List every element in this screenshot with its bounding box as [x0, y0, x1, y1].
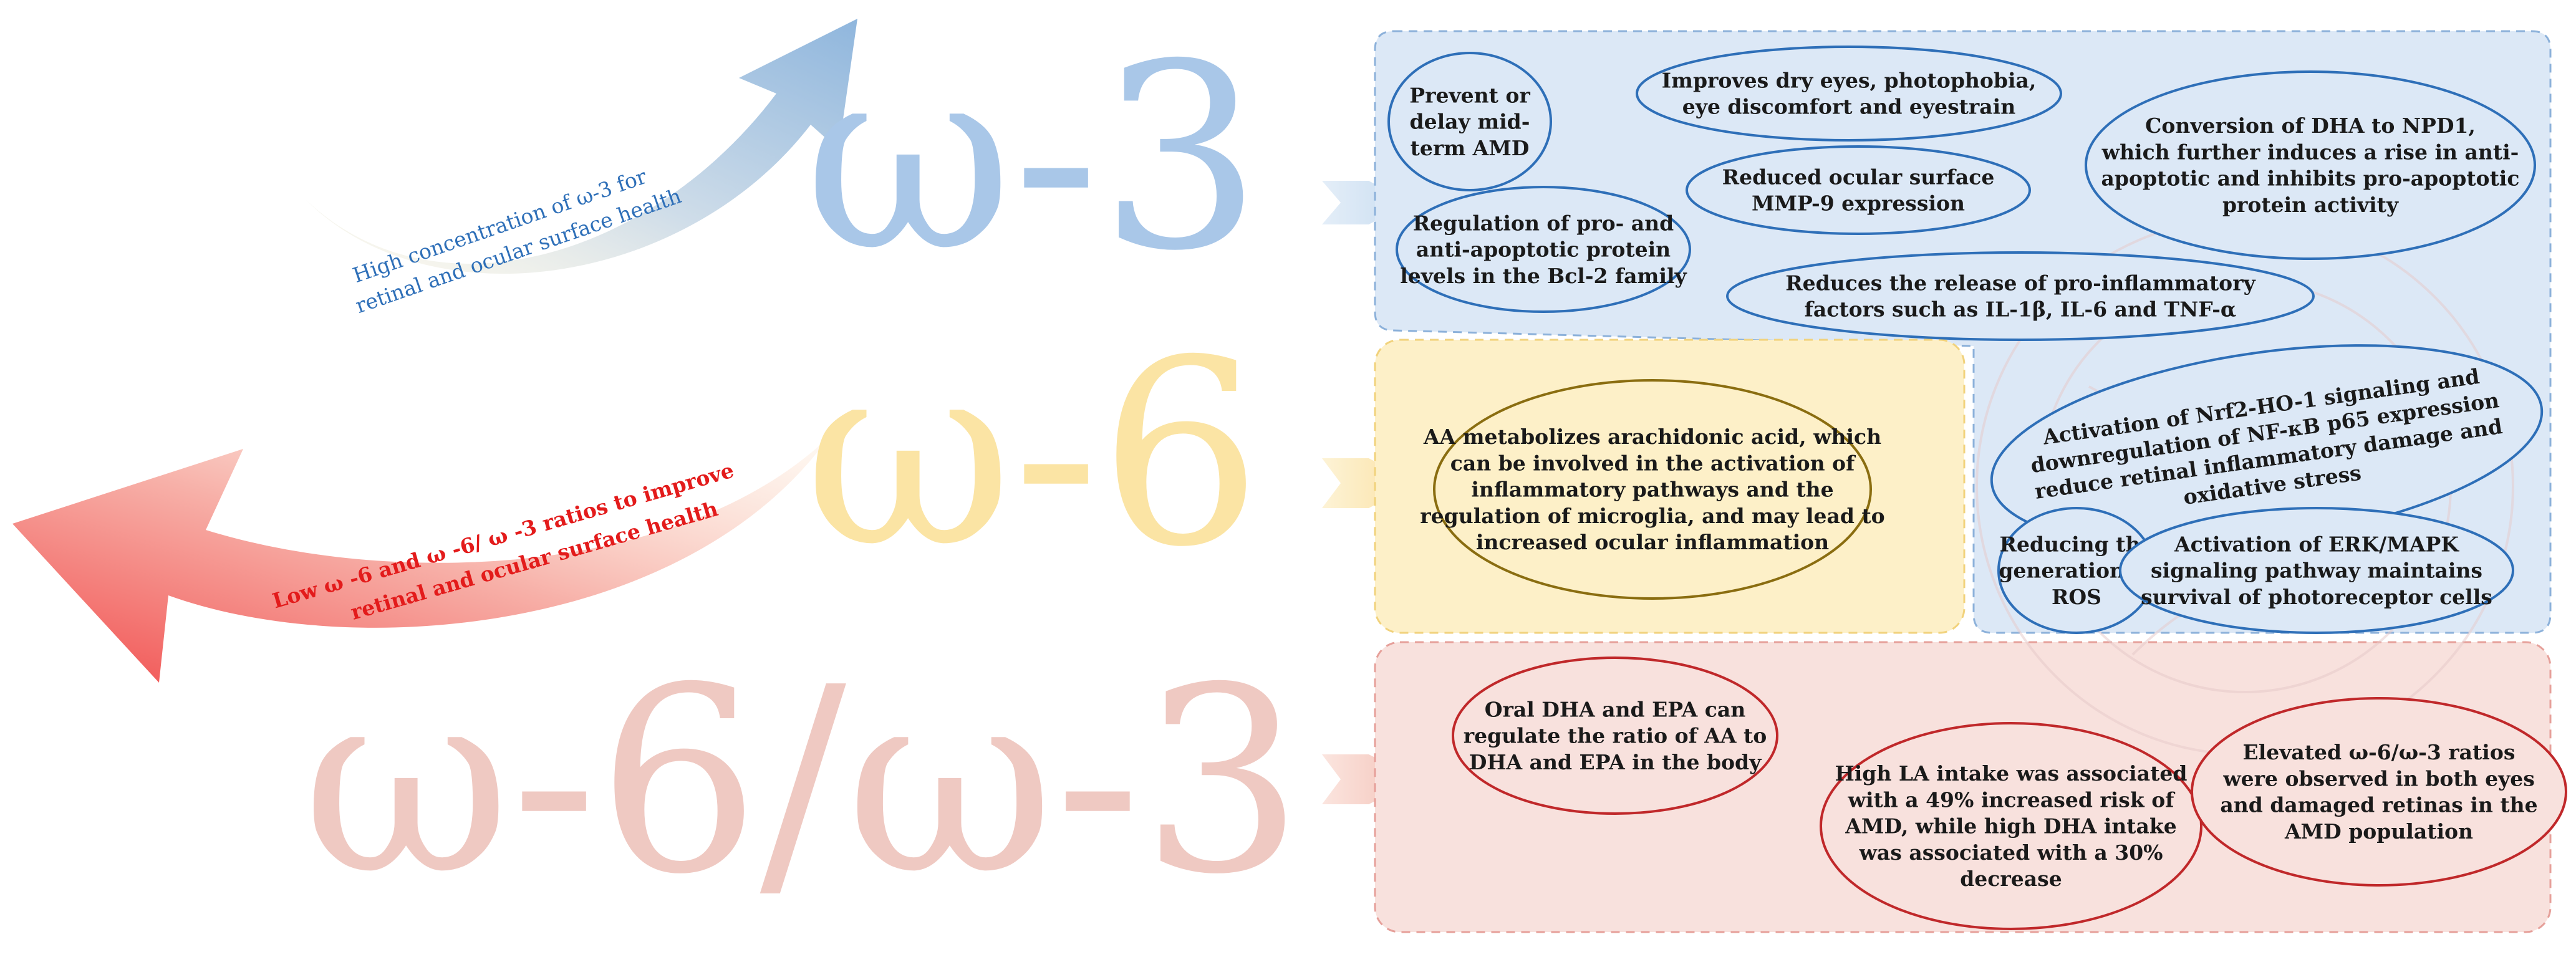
ellipse-text-line: DHA and EPA in the body — [1469, 750, 1762, 774]
chevron-ratio — [1322, 754, 1419, 804]
ellipse-text-line: MMP-9 expression — [1752, 191, 1965, 216]
omega3-item-2: Improves dry eyes, photophobia, eye disco… — [1636, 46, 2062, 142]
ellipse-text-line: which further induces a rise in anti- — [2101, 140, 2519, 164]
ellipse-text-line: apoptotic and inhibits pro-apoptotic — [2101, 166, 2520, 191]
ellipse-text-line: can be involved in the activation of — [1450, 451, 1856, 475]
label-omega3: ω-3 — [804, 9, 1262, 307]
ellipse-outline — [1433, 379, 1872, 600]
ellipse-text-line: Prevent or — [1409, 83, 1530, 107]
ellipse-text-line: were observed in both eyes — [2222, 766, 2535, 791]
ellipse-text-line: survival of photoreceptor cells — [2141, 585, 2492, 609]
ellipse-text-line: levels in the Bcl-2 family — [1400, 264, 1687, 288]
ellipse-outline — [1820, 722, 2202, 930]
curved-arrow-omega3 — [306, 19, 857, 274]
ellipse-text-line: was associated with a 30% — [1858, 840, 2163, 865]
ellipse-outline — [2191, 697, 2567, 887]
ellipse-text-line: delay mid- — [1410, 110, 1530, 134]
ellipse-text-line: regulation of microglia, and may lead to — [1420, 504, 1884, 528]
ellipse-outline — [1726, 251, 2315, 341]
ellipse-text-line: with a 49% increased risk of — [1848, 787, 2176, 812]
ratio-item-1: Oral DHA and EPA can regulate the ratio o… — [1452, 656, 1778, 815]
omega3-item-9: Activation of ERK/MAPK signaling pathway … — [2119, 507, 2514, 634]
ellipse-outline — [1636, 46, 2062, 142]
ellipse-text-line: Activation of ERK/MAPK — [2174, 532, 2459, 556]
omega3-item-6: Reduces the release of pro-inflammatoryf… — [1726, 251, 2315, 341]
ellipse-text-line: Conversion of DHA to NPD1, — [2145, 113, 2476, 138]
ellipse-outline — [1396, 186, 1691, 313]
ellipse-text-line: Improves dry eyes, photophobia, — [1662, 68, 2037, 92]
ellipse-text-line: signaling pathway maintains — [2151, 559, 2482, 583]
ellipse-text-line: Reduces the release of pro-inflammatory — [1785, 271, 2255, 295]
ellipse-text-line: factors such as IL-1β, IL-6 and TNF-α — [1805, 297, 2237, 322]
ellipse-text-line: and damaged retinas in the — [2220, 793, 2537, 817]
ellipse-text-line: Elevated ω-6/ω-3 ratios — [2243, 740, 2516, 764]
ellipse-outline — [1686, 145, 2031, 235]
omega3-item-1: Prevent or delay mid-term AMD — [1387, 52, 1552, 191]
ellipse-text-line: anti-apoptotic protein — [1416, 238, 1671, 262]
ellipse-outline — [2085, 70, 2536, 260]
curved-arrow-omega6 — [12, 436, 829, 683]
omega3-item-3: Conversion of DHA to NPD1,which further … — [2085, 70, 2536, 260]
ellipse-text-line: Regulation of pro- and — [1413, 211, 1674, 235]
ellipse-group: Prevent or delay mid-term AMD Improves dry… — [1387, 46, 2567, 930]
ellipse-text-line: increased ocular inflammation — [1476, 530, 1829, 554]
ellipse-text-line: eye discomfort and eyestrain — [1682, 95, 2015, 119]
ellipse-text-line: ROS — [2052, 585, 2101, 609]
ellipse-text-line: AMD, while high DHA intake — [1845, 814, 2177, 839]
ellipse-outline — [1387, 52, 1552, 191]
label-omega6-omega3-ratio: ω-6/ω-3 — [302, 632, 1304, 930]
ellipse-text-line: Oral DHA and EPA can — [1485, 697, 1746, 721]
label-omega6: ω-6 — [804, 305, 1262, 603]
omega3-item-7: Activation of Nrf2-HO-1 signaling anddow… — [1990, 344, 2544, 547]
ellipse-text-line: protein activity — [2222, 193, 2399, 217]
omega6-item-1: AA metabolizes arachidonic acid, whichca… — [1420, 379, 1885, 600]
ellipse-outline — [1452, 656, 1778, 815]
ellipse-text-line: inflammatory pathways and the — [1471, 478, 1833, 502]
ellipse-text-line: AA metabolizes arachidonic acid, which — [1423, 425, 1881, 449]
ellipse-text-line: High LA intake was associated — [1835, 761, 2188, 786]
ellipse-text-line: AMD population — [2284, 819, 2473, 844]
ellipse-text-line: regulate the ratio of AA to — [1464, 724, 1767, 748]
ellipse-text-line: term AMD — [1411, 136, 1530, 160]
omega3-item-5: Regulation of pro- and anti-apoptotic pro… — [1396, 186, 1691, 313]
ellipse-outline — [2119, 507, 2514, 634]
ellipse-text-line: decrease — [1960, 867, 2062, 891]
ellipse-text-line: Reduced ocular surface — [1722, 165, 1995, 189]
